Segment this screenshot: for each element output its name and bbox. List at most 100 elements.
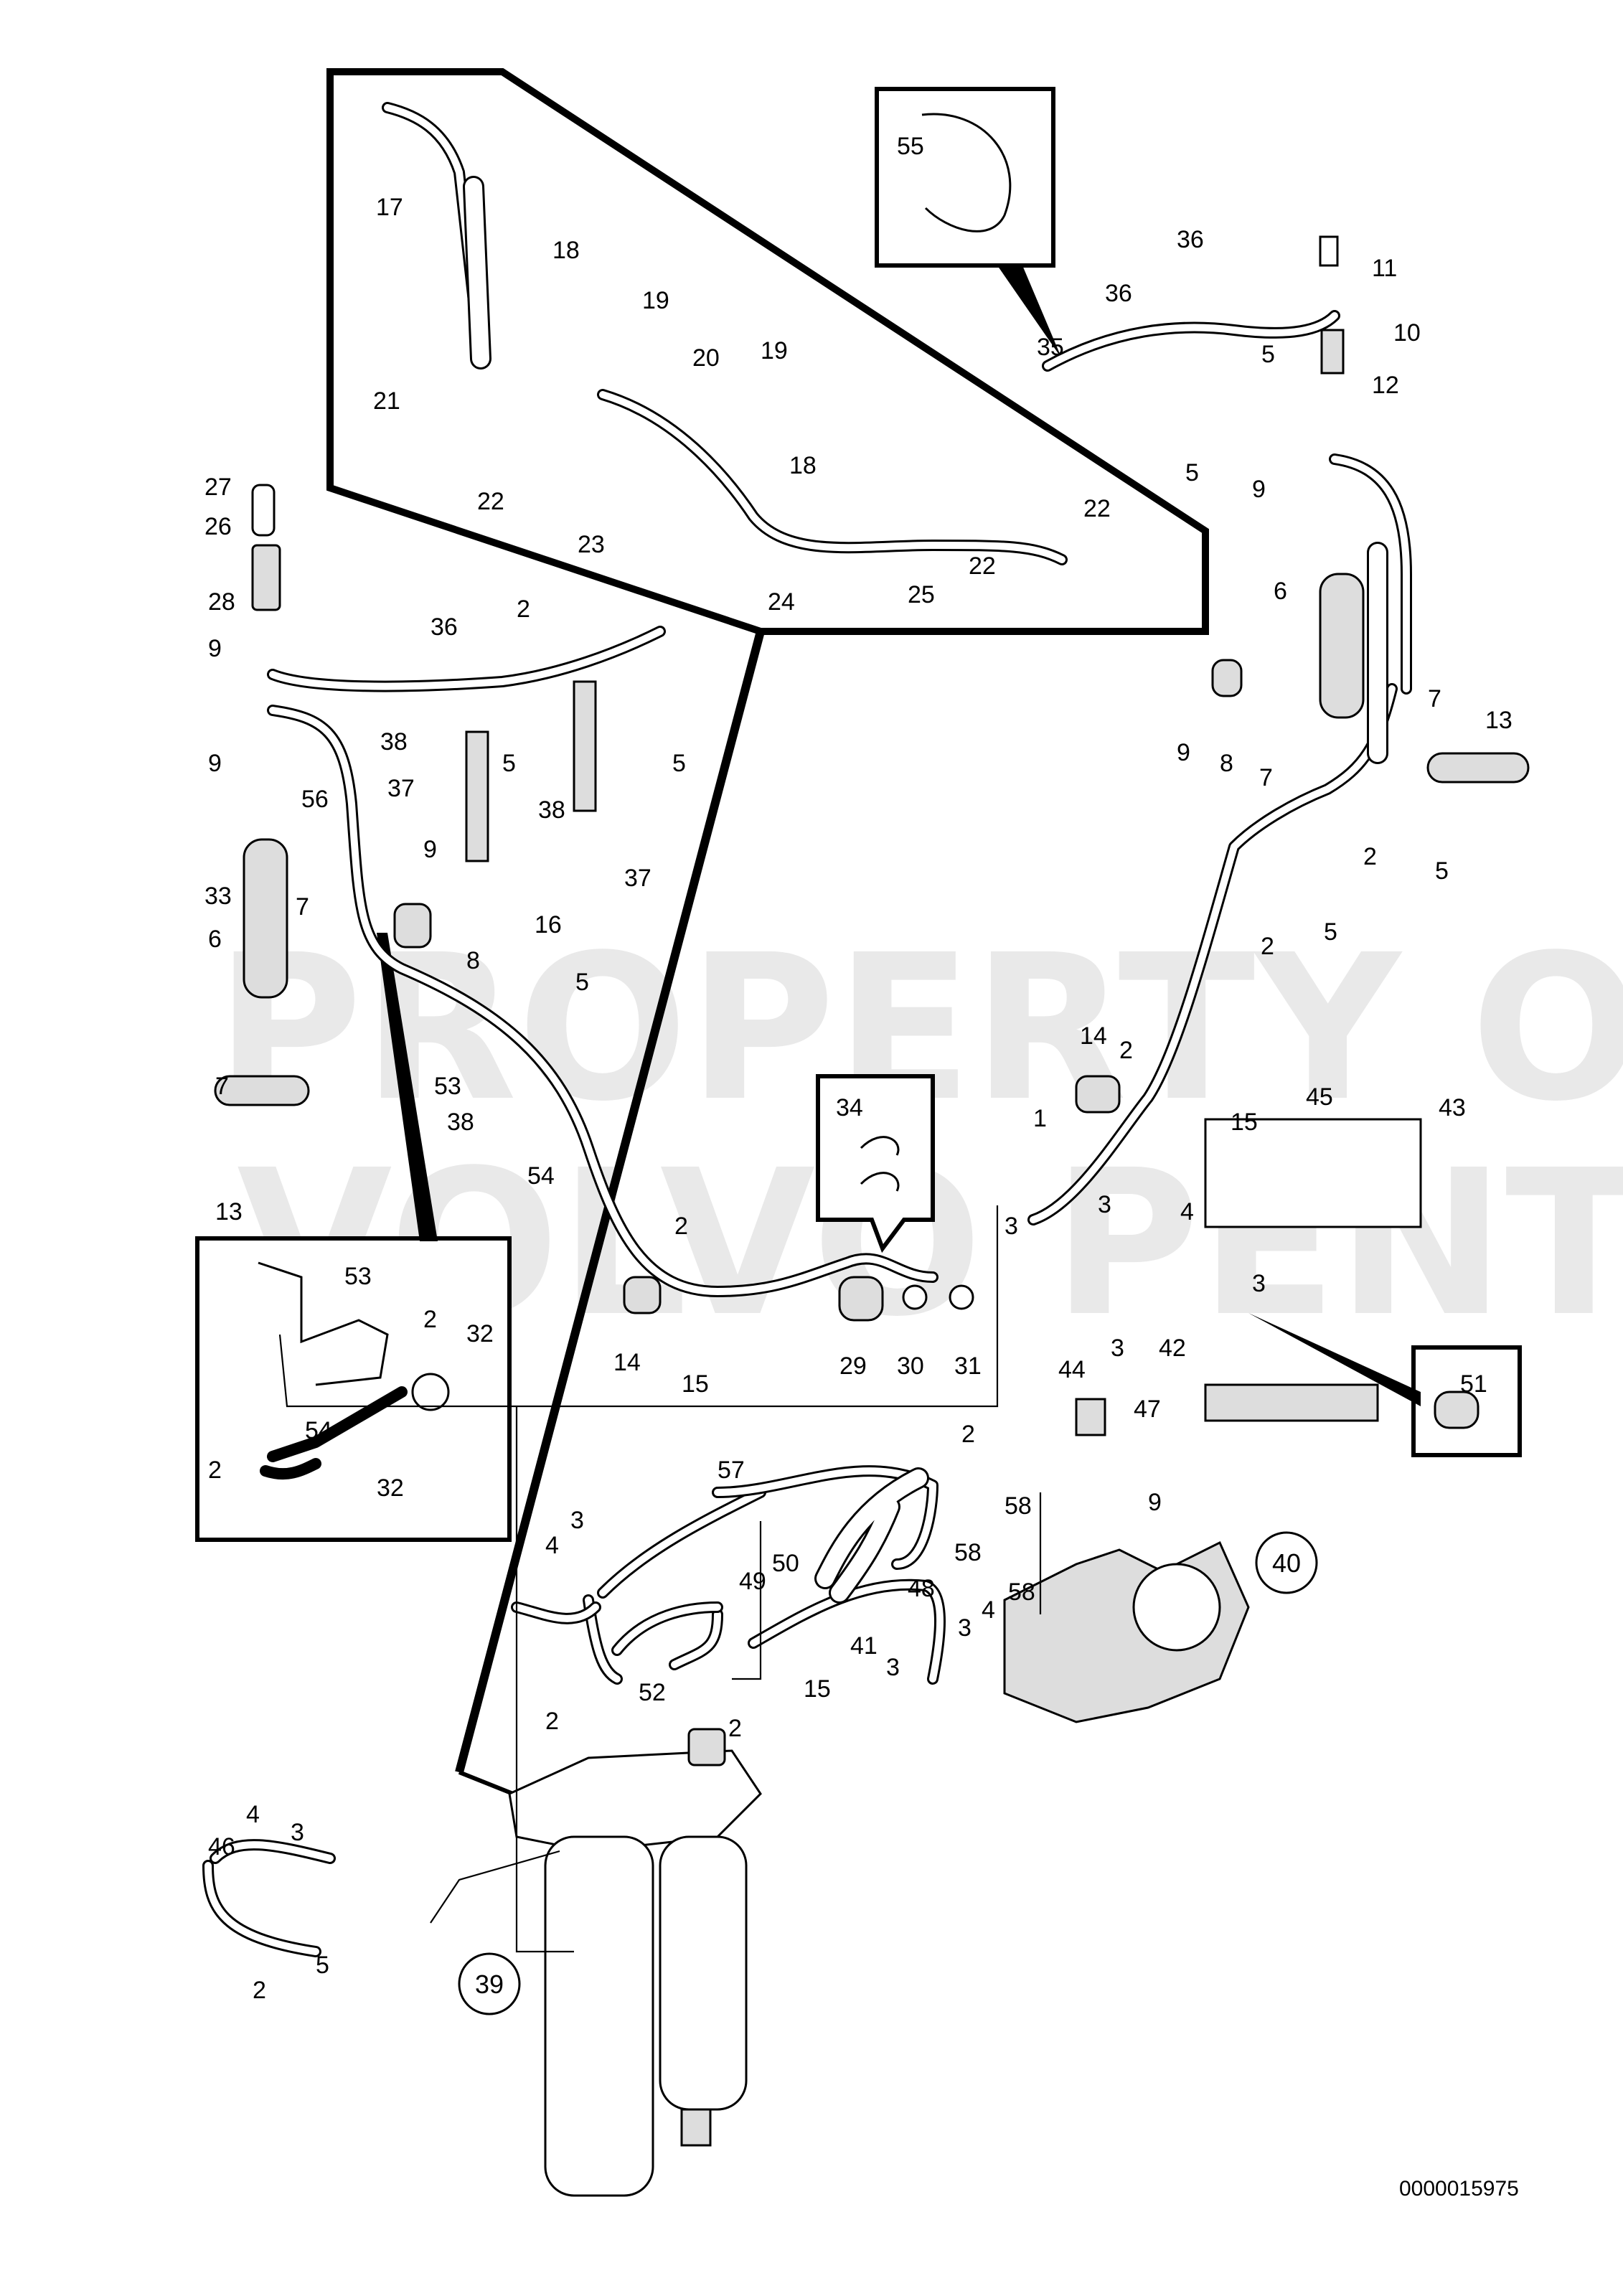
label-33: 33 bbox=[204, 883, 232, 910]
label-15-a: 15 bbox=[682, 1370, 709, 1398]
label-9-c: 9 bbox=[208, 635, 222, 662]
part-45-rail bbox=[1204, 1383, 1379, 1422]
label-6-a: 6 bbox=[1274, 578, 1287, 605]
label-7-c: 7 bbox=[296, 893, 309, 921]
label-46: 46 bbox=[208, 1833, 235, 1860]
label-57: 57 bbox=[718, 1457, 745, 1484]
label-1: 1 bbox=[1033, 1105, 1047, 1132]
part-29 bbox=[838, 1276, 884, 1322]
label-17: 17 bbox=[376, 194, 403, 221]
callout-circle-40 bbox=[1255, 1531, 1318, 1594]
label-3-e: 3 bbox=[570, 1507, 584, 1534]
leader-lines bbox=[278, 1205, 1042, 1953]
part-6-left bbox=[243, 838, 288, 999]
pipe-detail bbox=[260, 1386, 408, 1480]
label-56: 56 bbox=[301, 786, 329, 813]
clip-icon bbox=[860, 1136, 900, 1192]
label-30: 30 bbox=[897, 1352, 924, 1380]
label-11: 11 bbox=[1372, 255, 1397, 282]
drawing-number: 0000015975 bbox=[1399, 2177, 1519, 2201]
label-9-f: 9 bbox=[1148, 1489, 1162, 1516]
part-37a bbox=[465, 730, 489, 862]
label-13-a: 13 bbox=[1485, 707, 1513, 734]
label-9-b: 9 bbox=[1177, 739, 1190, 766]
label-38-a: 38 bbox=[380, 728, 408, 756]
label-2-a: 2 bbox=[1363, 843, 1377, 870]
label-24: 24 bbox=[768, 588, 795, 616]
part-11 bbox=[1319, 235, 1339, 267]
label-38-c: 38 bbox=[447, 1109, 474, 1136]
label-4-a: 4 bbox=[1180, 1198, 1194, 1225]
label-35: 35 bbox=[1037, 334, 1064, 361]
label-42: 42 bbox=[1159, 1335, 1186, 1362]
label-7-b: 7 bbox=[1428, 685, 1441, 712]
label-9-d: 9 bbox=[208, 750, 222, 777]
label-47: 47 bbox=[1134, 1396, 1161, 1423]
label-19-b: 19 bbox=[761, 337, 788, 364]
label-21: 21 bbox=[373, 387, 400, 415]
part-8-right bbox=[1211, 659, 1243, 697]
label-39: 39 bbox=[475, 1970, 504, 1999]
label-51: 51 bbox=[1460, 1370, 1487, 1398]
label-20: 20 bbox=[692, 344, 720, 372]
label-7-d: 7 bbox=[215, 1073, 229, 1100]
label-54-b: 54 bbox=[305, 1417, 332, 1444]
label-5-e: 5 bbox=[502, 750, 516, 777]
label-5-a: 5 bbox=[1261, 341, 1275, 368]
part-6-right bbox=[1319, 573, 1365, 719]
label-2-h: 2 bbox=[961, 1421, 975, 1448]
callout-box-clips bbox=[816, 1074, 935, 1253]
label-8-b: 8 bbox=[466, 947, 480, 974]
label-43: 43 bbox=[1439, 1094, 1466, 1121]
label-3-g: 3 bbox=[886, 1654, 900, 1681]
part-labels: 55 35 36 36 5 5 11 10 12 9 6 9 8 7 7 13 … bbox=[204, 133, 1513, 2004]
filter-pump-knob bbox=[687, 1728, 726, 1766]
label-3-h: 3 bbox=[291, 1819, 304, 1846]
label-28: 28 bbox=[208, 588, 235, 616]
part-37b bbox=[573, 680, 597, 812]
label-25: 25 bbox=[908, 581, 935, 608]
label-10: 10 bbox=[1393, 319, 1421, 347]
label-34: 34 bbox=[836, 1094, 863, 1121]
label-2-b: 2 bbox=[1261, 933, 1274, 960]
label-36-b: 36 bbox=[1177, 226, 1204, 253]
label-2-f: 2 bbox=[674, 1213, 688, 1240]
label-45: 45 bbox=[1306, 1083, 1333, 1111]
label-22-c: 22 bbox=[969, 552, 996, 580]
label-3-a: 3 bbox=[1005, 1213, 1018, 1240]
nipple-icon bbox=[1434, 1391, 1479, 1429]
label-22-b: 22 bbox=[1083, 495, 1111, 522]
label-27: 27 bbox=[204, 474, 232, 501]
label-29: 29 bbox=[839, 1352, 867, 1380]
part-8-left bbox=[393, 903, 432, 949]
label-19-a: 19 bbox=[642, 287, 669, 314]
label-31: 31 bbox=[954, 1352, 982, 1380]
label-2-c: 2 bbox=[517, 596, 530, 623]
label-4-d: 4 bbox=[246, 1801, 260, 1828]
clamp-detail bbox=[411, 1373, 450, 1411]
fuel-pump-flange bbox=[1132, 1563, 1221, 1652]
filter-head bbox=[508, 1749, 762, 1853]
callout-circle-39 bbox=[458, 1952, 521, 2015]
callout-box-bracket-detail bbox=[195, 1236, 512, 1542]
label-5-f: 5 bbox=[672, 750, 686, 777]
label-37-a: 37 bbox=[387, 775, 415, 802]
part-28 bbox=[251, 544, 281, 611]
label-58-b: 58 bbox=[954, 1539, 982, 1566]
label-22-a: 22 bbox=[477, 488, 504, 515]
part-14-right bbox=[1075, 1075, 1121, 1114]
label-5-h: 5 bbox=[316, 1952, 329, 1979]
label-2-g: 2 bbox=[1119, 1037, 1133, 1064]
label-36-a: 36 bbox=[1105, 280, 1132, 307]
part-31 bbox=[949, 1284, 974, 1310]
label-4-b: 4 bbox=[545, 1532, 559, 1559]
label-58-c: 58 bbox=[1008, 1578, 1035, 1606]
callout-pointer-55 bbox=[997, 265, 1062, 359]
filter-drain bbox=[680, 2108, 712, 2147]
label-12: 12 bbox=[1372, 372, 1399, 399]
label-9-a: 9 bbox=[1252, 476, 1266, 503]
label-53-a: 53 bbox=[434, 1073, 461, 1100]
label-54-a: 54 bbox=[527, 1162, 555, 1190]
label-6-b: 6 bbox=[208, 926, 222, 953]
